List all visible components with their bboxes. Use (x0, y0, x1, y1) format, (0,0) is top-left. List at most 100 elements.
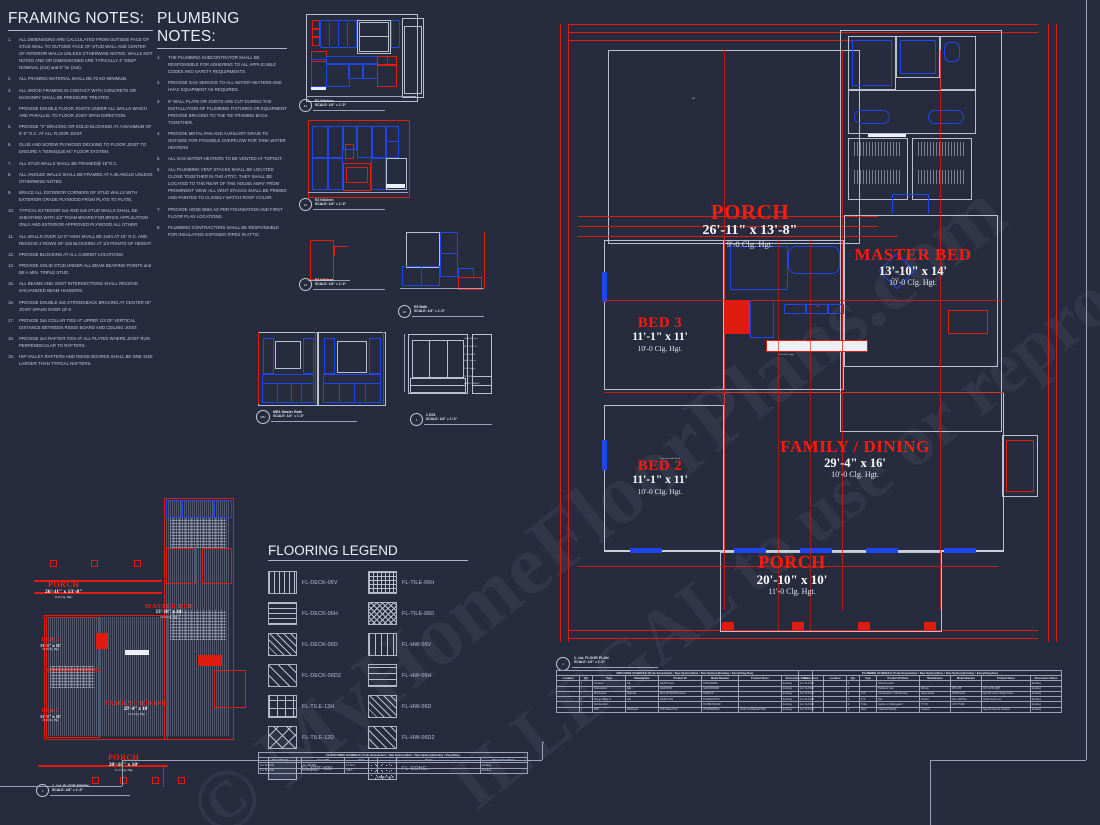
flooring-code-label: FL-TILE-06D (402, 610, 435, 617)
note-item: 15.ALL BEAMS AND JOIST INTERSECTIONS SHA… (8, 280, 153, 294)
flooring-plan-bubble: 1 (36, 784, 49, 797)
table-cell: Cultured Marble (876, 706, 920, 713)
note-item: 13.PROVIDE SOLID STUD UNDER ALL BEAM BEA… (8, 262, 153, 276)
elevation-bubble-mb1: MB1 (256, 410, 270, 424)
elevation-scale: SCALE: 1/4" = 1'-0" (315, 202, 347, 206)
note-number: 8. (8, 171, 12, 177)
elevation-mark: E5 (402, 309, 407, 314)
table-cell: 1 (579, 706, 593, 713)
note-item: 5.ALL GAS WATER HEATERS TO BE VENTED AT … (157, 155, 287, 162)
flooring-legend-row: FL-HW-06H (368, 660, 468, 691)
flooring-swatch-diagonal-plank-2 (268, 664, 297, 687)
table-cell: Existing (480, 767, 528, 774)
note-item: 3.ALL WOOD FRAMING IN CONTACT WITH CONCR… (8, 87, 153, 101)
elevation-label-e4: E4 Kitchen SCALE: 1/4" = 1'-0" (315, 278, 346, 286)
elevation-bubble-e1: E1 (299, 99, 312, 112)
note-number: 1. (8, 37, 12, 42)
flooring-swatch-hardwood-diagonal-2 (368, 726, 397, 749)
note-text: HIP VALLEY RAFTERS AND RIDGE BOARDS SHAL… (19, 354, 153, 367)
elevation-e4 (300, 236, 360, 288)
divider (8, 30, 153, 31)
note-number: 5. (157, 156, 161, 162)
elevation-mb1 (256, 330, 391, 408)
elevation-bubble-e4: E4 (299, 278, 312, 291)
elevation-label-e1: E1 Kitchen SCALE: 1/4" = 1'-0" (315, 99, 346, 107)
flooring-legend-row: FL-HW-06D (368, 691, 468, 722)
note-item: 8.ALL ANGLED WALLS SHALL BE FRAMED AT A … (8, 171, 153, 185)
table-cell (823, 706, 847, 713)
note-text: PROVIDE 2x4 RAFTER TIES AT ALL PLATES WH… (19, 336, 150, 349)
flooring-legend-row: FL-DECK-06D (268, 629, 368, 660)
small-plan-room-bed3: BED 3 11'-1" x 11' 10'-0 Clg. Hgt. (40, 637, 62, 651)
table-cell (377, 767, 481, 774)
divider (157, 48, 287, 49)
note-text: PROVIDE BLOCKING AT ALL CABINET LOCATION… (19, 251, 125, 257)
small-plan-room-master: MASTER BED 13'-10" x 14' 10'-0 Clg. Hgt. (145, 603, 194, 619)
note-number: 5. (8, 124, 12, 130)
note-item: 1. ALL DIMENSIONS ARE CALCULATED FROM OUT… (8, 36, 153, 71)
table-cell: Custom (919, 706, 951, 713)
flooring-legend-row: FL-TILE-12H (268, 691, 368, 722)
note-item: 9.BRACE ALL EXTERIOR CORNERS OF STUD WAL… (8, 189, 153, 203)
floor-finish-schedule: FLOOR FINISH SCHEDULE (To Be Demolished … (258, 752, 528, 779)
flooring-legend-row: FL-DECK-06H (268, 598, 368, 629)
flooring-legend-row: FL-DECK-06D2 (268, 660, 368, 691)
elevation-label-mb1: MB1 Master Bath SCALE: 1/4" = 1'-0" (273, 410, 304, 418)
flooring-legend-row: FL-HW-06D2 (368, 722, 468, 753)
main-plan-bubble: 1 (556, 657, 570, 671)
plumbing-schedule: PLUMBING SCHEDULE (To Be Demolished = Ne… (798, 670, 1062, 713)
note-number: 19. (8, 354, 15, 360)
elevation-e1 (298, 14, 424, 106)
note-number: 3. (8, 87, 12, 93)
elevation-mark: E4 (303, 282, 308, 287)
elevation-mark: 1 (415, 417, 418, 422)
table-cell: Whirlpool (625, 706, 659, 713)
note-text: ALL DIMENSIONS ARE CALCULATED FROM OUTSI… (19, 37, 153, 71)
note-text: ALL PLUMBING VENT STACKS SHALL BE LOCATE… (168, 167, 287, 201)
flooring-code-label: FL-HW-06V (402, 641, 432, 648)
plan-scale: SCALE: 1/8" = 1'-0" (52, 788, 84, 792)
elevation-scale: SCALE: 1/4" = 1'-0" (414, 309, 446, 313)
note-item: 3.IF WALL PLATE OR JOISTS ARE CUT DURING… (157, 98, 287, 126)
elevation-label-d1: 1 D01 SCALE: 1/4" = 1'-0" (426, 413, 457, 421)
flooring-swatch-hardwood-horizontal (368, 664, 397, 687)
plumbing-notes-title: PLUMBING NOTES: (157, 10, 240, 45)
flooring-legend-row: FL-DECK-06V (268, 567, 368, 598)
note-text: PROVIDE METAL PAN AND AUXILIARY DRAIN TO… (168, 130, 286, 150)
note-item: 11.ALL WALLS OVER 12'-0" HIGH SHALL BE 2… (8, 233, 153, 247)
flooring-legend-row: FL-TILE-12D (268, 722, 368, 753)
flooring-swatch-diagonal-plank (268, 633, 297, 656)
note-number: 12. (8, 251, 15, 257)
elevation-scale: SCALE: 1/4" = 1'-0" (426, 417, 458, 421)
note-text: PROVIDE GAS SERVICE TO ALL WATER HEATERS… (168, 80, 282, 93)
table-cell: Existing (1030, 706, 1062, 713)
flooring-swatch-vertical-plank (268, 571, 297, 594)
plan-room-family-dining: FAMILY / DINING 29'-4" x 16' 10'-0 Clg. … (780, 437, 930, 480)
flooring-swatch-large-diagonal-grid (268, 726, 297, 749)
flooring-code-label: FL-DECK-06D2 (302, 672, 341, 679)
note-item: 18. PROVIDE 2x4 RAFTER TIES AT ALL PLATES… (8, 335, 153, 349)
note-text: PROVIDE DOUBLE 2x6 STRONGBACK BRACING AT… (19, 299, 151, 312)
elevation-scale: SCALE: 1/4" = 1'-0" (273, 414, 305, 418)
flooring-code-label: FL-DECK-06D (302, 641, 338, 648)
note-number: 18. (8, 336, 15, 342)
table-cell: TOP-Bosch 6.2 (658, 706, 702, 713)
flooring-code-label: FL-TILE-12H (302, 703, 335, 710)
note-number: 16. (8, 299, 15, 305)
flooring-legend-row: FL-TILE-06H (368, 567, 468, 598)
table-cell: 1st. FLOOR (798, 706, 824, 713)
note-item: 2.PROVIDE GAS SERVICE TO ALL WATER HEATE… (157, 79, 287, 93)
note-number: 7. (157, 206, 161, 212)
note-number: 11. (8, 233, 14, 239)
note-text: ALL FRAMING MATERIAL SHALL BE #2 KD MINI… (19, 76, 128, 82)
small-plan-room-porch-rear: PORCH 20'-10" x 10' 11'-0 Clg. Hgt. (108, 753, 140, 772)
table-cell: Sink (859, 706, 877, 713)
note-item: 17.PROVIDE 2x6 COLLAR TIES AT UPPER 1/3 … (8, 317, 153, 331)
elevation-e5 (396, 230, 506, 310)
note-number: 17. (8, 317, 15, 323)
flooring-swatch-horizontal-plank (268, 602, 297, 625)
